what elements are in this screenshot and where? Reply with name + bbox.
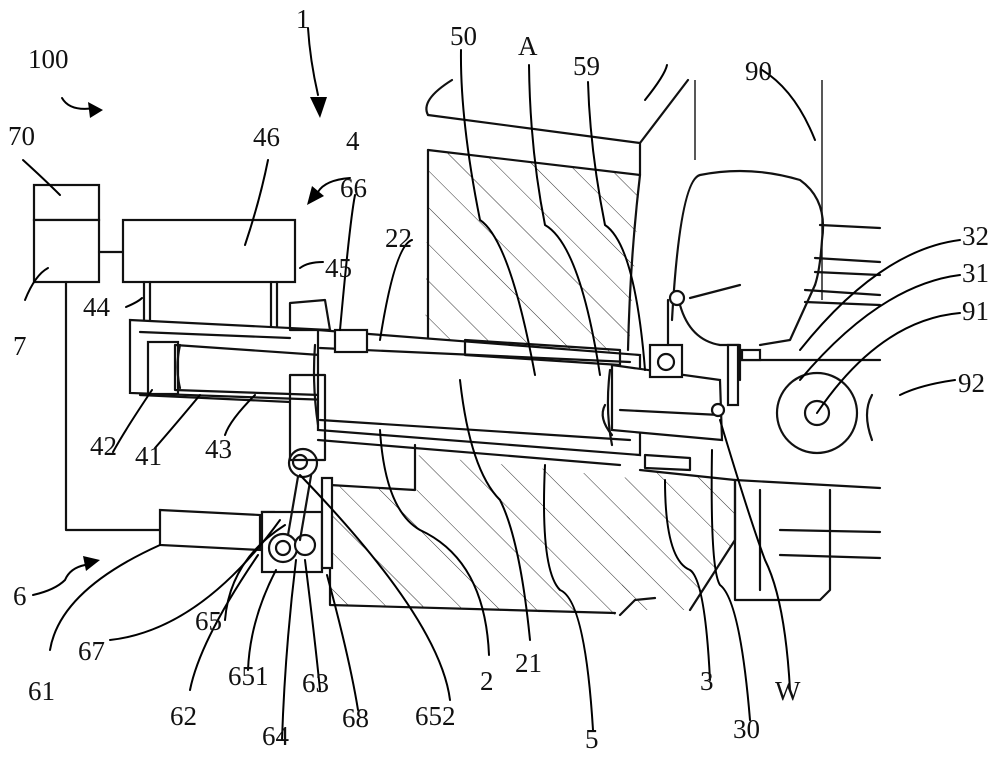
label-64: 64: [262, 721, 290, 751]
cylinder-41: [130, 300, 330, 402]
label-61: 61: [28, 676, 55, 706]
label-92: 92: [958, 368, 985, 398]
label-22: 22: [385, 223, 412, 253]
label-67: 67: [78, 636, 105, 666]
label-652: 652: [415, 701, 456, 731]
label-45: 45: [325, 253, 352, 283]
label-31: 31: [962, 258, 989, 288]
label-3: 3: [700, 666, 714, 696]
label-44: 44: [83, 292, 111, 322]
label-63: 63: [302, 668, 329, 698]
label-90: 90: [745, 56, 772, 86]
label-66: 66: [340, 173, 367, 203]
label-70: 70: [8, 121, 35, 151]
label-43: 43: [205, 434, 232, 464]
label-7: 7: [13, 331, 27, 361]
label-2: 2: [480, 666, 494, 696]
label-A: A: [518, 31, 538, 61]
label-651: 651: [228, 661, 269, 691]
roller-91: [777, 373, 872, 453]
label-21: 21: [515, 648, 542, 678]
label-68: 68: [342, 703, 369, 733]
label-100: 100: [28, 44, 69, 74]
label-65: 65: [195, 606, 222, 636]
label-62: 62: [170, 701, 197, 731]
label-91: 91: [962, 296, 989, 326]
frame-block-lower: [330, 445, 735, 615]
label-6: 6: [13, 581, 27, 611]
direction-arrows: [33, 28, 350, 595]
label-59: 59: [573, 51, 600, 81]
label-50: 50: [450, 21, 477, 51]
label-30: 30: [733, 714, 760, 744]
tube-2: [314, 330, 640, 465]
label-32: 32: [962, 221, 989, 251]
label-W: W: [775, 676, 801, 706]
drive-46: [123, 220, 295, 330]
label-42: 42: [90, 431, 117, 461]
label-46: 46: [253, 122, 280, 152]
label-5: 5: [585, 724, 599, 754]
label-41: 41: [135, 441, 162, 471]
label-4: 4: [346, 126, 360, 156]
label-1: 1: [296, 4, 310, 34]
